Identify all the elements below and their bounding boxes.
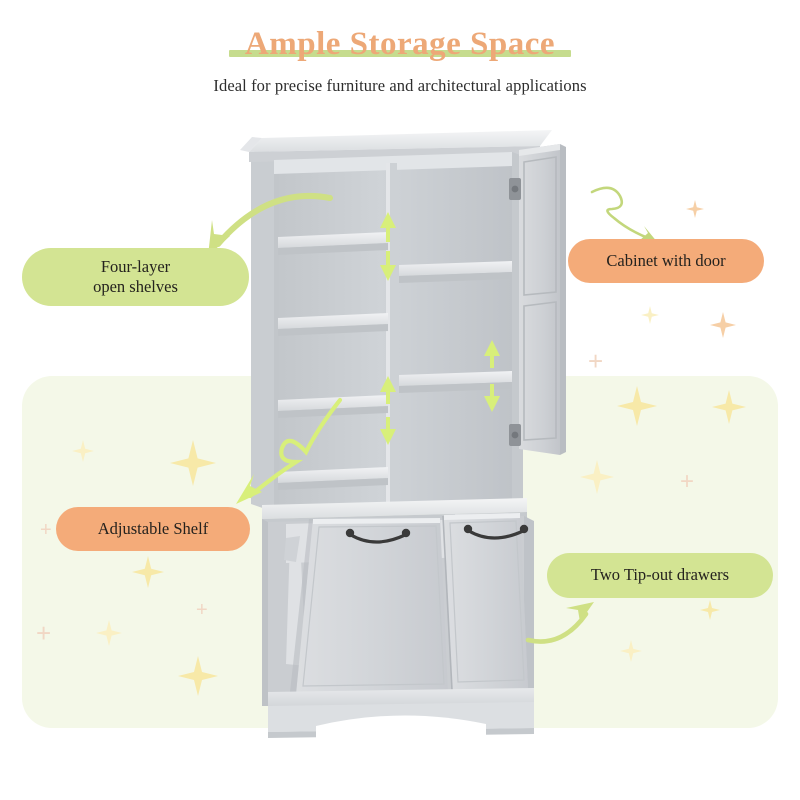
shelf-arrow-down-icon [380, 251, 396, 281]
tip-out-drawer-left-face [296, 518, 448, 694]
title-underline [228, 49, 572, 57]
lower-cabinet-left-edge [262, 519, 268, 706]
callout-adjustable-shelf[interactable]: Adjustable Shelf [56, 507, 250, 551]
cabinet-shelf-1-edge [399, 272, 512, 283]
shelf-arrow-down-icon [380, 417, 396, 445]
callout-label-line1: Four-layer [100, 256, 171, 276]
tip-out-drawer-left [290, 518, 448, 694]
page-title-wrap: Ample Storage Space [228, 26, 572, 64]
plus-sparkle-icon: + [36, 618, 52, 648]
plus-sparkle-icon: + [196, 599, 208, 621]
callout-label: Adjustable Shelf [97, 518, 209, 538]
cabinet-door-panel-upper [523, 156, 557, 296]
callout-cabinet-with-door[interactable]: Cabinet with door [568, 239, 764, 283]
open-shelf-2 [278, 313, 388, 329]
cabinet-plinth-arch-cutout [316, 715, 486, 738]
callout-label: Cabinet with door [606, 250, 726, 270]
shelf-arrow-up-icon [380, 376, 396, 404]
callout-two-tip-out-drawers[interactable]: Two Tip-out drawers [547, 553, 773, 598]
callout-label: Four-layer open shelves [93, 257, 178, 297]
plus-sparkle-icon: + [680, 468, 695, 495]
tip-out-drawer-right-face [444, 513, 528, 690]
cabinet-door-open [509, 144, 566, 455]
cabinet-shelf-1 [399, 261, 512, 276]
cabinet-center-divider-highlight [386, 163, 390, 512]
tip-out-bin-left-top [284, 536, 300, 562]
shelf-arrow-up-icon [380, 212, 396, 242]
cabinet-crown-edge [249, 146, 540, 162]
plus-sparkle-icon: + [588, 346, 604, 376]
tip-out-drawer-left-side [290, 519, 313, 694]
door-hinge-top-pin-icon [511, 185, 519, 193]
cabinet-interior-shelves-group [399, 261, 512, 393]
tip-out-drawer-right [444, 513, 529, 690]
page-subtitle: Ideal for precise furniture and architec… [213, 75, 587, 95]
open-shelf-1-edge [278, 243, 388, 255]
tip-out-drawer-right-inset [449, 520, 525, 683]
shelf-adjust-arrows-group [380, 212, 500, 445]
drawer-handle-right-icon [463, 524, 529, 540]
cabinet-crown-top [249, 130, 552, 152]
door-hinge-bottom-pin-icon [511, 431, 519, 439]
cabinet-left-side-panel [251, 156, 274, 512]
cabinet-door-panel-lower [523, 301, 557, 441]
open-shelf-2-edge [278, 324, 388, 336]
cabinet-door-top-edge [519, 144, 560, 156]
drawer-handle-left-icon [345, 528, 411, 544]
callout-label: Two Tip-out drawers [590, 565, 730, 585]
cabinet-center-divider [386, 163, 397, 512]
page-title: Ample Storage Space [244, 26, 556, 62]
tip-out-drawer-left-top-edge [313, 518, 440, 524]
callout-label-line2: open shelves [93, 277, 178, 296]
cabinet-crown-left-return [240, 137, 262, 152]
tip-out-drawer-left-inset [302, 525, 445, 687]
cabinet-door-face [519, 144, 560, 455]
shelf-arrow-up-icon [484, 340, 500, 368]
shelf-arrow-down-icon [484, 384, 500, 412]
callout-four-layer-open-shelves[interactable]: Four-layer open shelves [22, 248, 249, 306]
cabinet-shelf-2 [399, 371, 512, 386]
cabinet-shelf-2-edge [399, 382, 512, 393]
cabinet-door-outer-edge [560, 144, 566, 455]
header: Ample Storage Space Ideal for precise fu… [0, 0, 800, 96]
tip-out-drawer-right-top-edge [444, 513, 520, 520]
plus-sparkle-icon: + [40, 519, 52, 541]
drawer-gap-line [442, 515, 453, 691]
